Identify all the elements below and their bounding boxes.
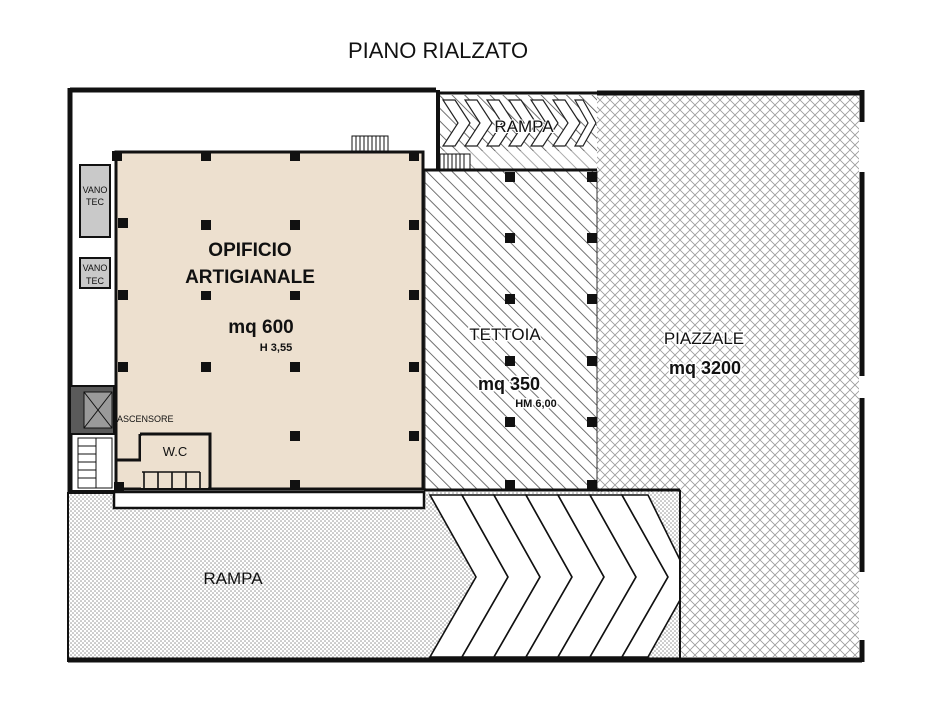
svg-text:PIAZZALE: PIAZZALE bbox=[664, 329, 744, 348]
svg-text:TETTOIA: TETTOIA bbox=[469, 325, 541, 344]
svg-text:TEC: TEC bbox=[86, 197, 105, 207]
vano-tec-1: VANO TEC bbox=[79, 164, 111, 238]
opificio-base bbox=[112, 490, 426, 510]
piazzale-labels: PIAZZALE mq 3200 bbox=[662, 328, 745, 380]
stairs-top bbox=[351, 135, 471, 170]
ascensore: ASCENSORE bbox=[69, 385, 174, 435]
tettoia-area bbox=[424, 170, 598, 492]
svg-text:RAMPA: RAMPA bbox=[203, 569, 263, 588]
svg-text:ARTIGIANALE: ARTIGIANALE bbox=[185, 267, 315, 288]
rampa-bottom-chevrons bbox=[428, 494, 681, 658]
svg-text:RAMPA: RAMPA bbox=[494, 117, 554, 136]
outer-walls bbox=[67, 87, 865, 663]
svg-text:mq 600: mq 600 bbox=[228, 317, 293, 338]
rampa-top-label: RAMPA bbox=[493, 116, 555, 137]
svg-text:HM 6,00: HM 6,00 bbox=[515, 398, 557, 410]
svg-text:VANO: VANO bbox=[83, 263, 108, 273]
plan-title: PIANO RIALZATO bbox=[348, 38, 528, 63]
svg-text:OPIFICIO: OPIFICIO bbox=[208, 240, 291, 261]
svg-text:mq 3200: mq 3200 bbox=[669, 358, 741, 378]
vano-tec-2: VANO TEC bbox=[79, 257, 111, 289]
svg-text:TEC: TEC bbox=[86, 276, 105, 286]
ascensore-label: ASCENSORE bbox=[117, 414, 174, 424]
wc-label: W.C bbox=[163, 444, 188, 459]
stairs-side bbox=[77, 437, 113, 489]
svg-text:H 3,55: H 3,55 bbox=[260, 342, 292, 354]
rampa-bottom-label: RAMPA bbox=[203, 569, 263, 588]
wc-room: W.C bbox=[116, 432, 212, 488]
svg-text:mq 350: mq 350 bbox=[478, 374, 540, 394]
tettoia-pillars bbox=[505, 172, 597, 490]
tettoia-labels: TETTOIA mq 350 HM 6,00 bbox=[468, 324, 559, 412]
svg-text:VANO: VANO bbox=[83, 185, 108, 195]
opificio-pillars bbox=[112, 151, 419, 492]
opificio-labels: OPIFICIO ARTIGIANALE mq 600 H 3,55 bbox=[185, 233, 315, 354]
rampa-top-area bbox=[438, 95, 597, 171]
